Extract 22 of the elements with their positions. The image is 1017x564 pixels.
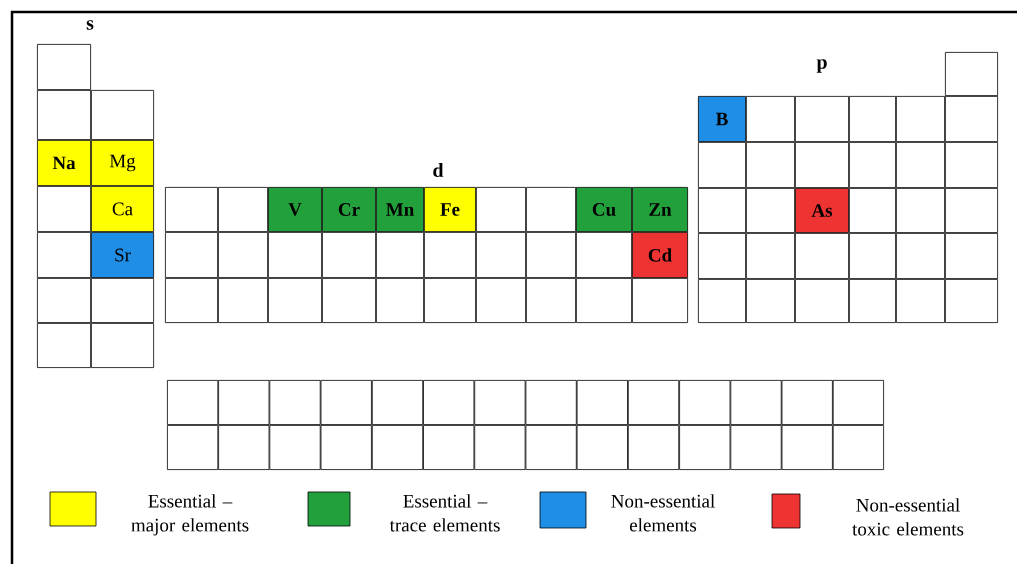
element-cell: Cu — [576, 187, 632, 232]
block-label: s — [86, 20, 94, 30]
element-cell: Mg — [91, 140, 154, 186]
element-cell: B — [698, 96, 746, 142]
element-cell: Zn — [632, 187, 688, 232]
element-cell: V — [268, 187, 322, 232]
element-cell: Mn — [376, 187, 424, 232]
element-cell: Sr — [91, 232, 154, 278]
element-cell: Ca — [91, 186, 154, 232]
element-cell: Fe — [424, 187, 476, 232]
element-cell: As — [795, 188, 849, 233]
legend-text: Non-essential toxic elements — [852, 498, 964, 536]
block-label: d — [433, 162, 444, 177]
element-cell: Cr — [322, 187, 376, 232]
legend-text: Non-essential elements — [611, 494, 715, 532]
element-cell: Cd — [632, 232, 688, 278]
empty-cell — [37, 44, 91, 90]
legend-text: Essential – trace elements — [389, 494, 500, 532]
legend-text: Essential – major elements — [131, 494, 249, 536]
element-cell: Na — [37, 140, 91, 186]
block-label: p — [816, 59, 827, 73]
empty-cell — [945, 52, 998, 96]
